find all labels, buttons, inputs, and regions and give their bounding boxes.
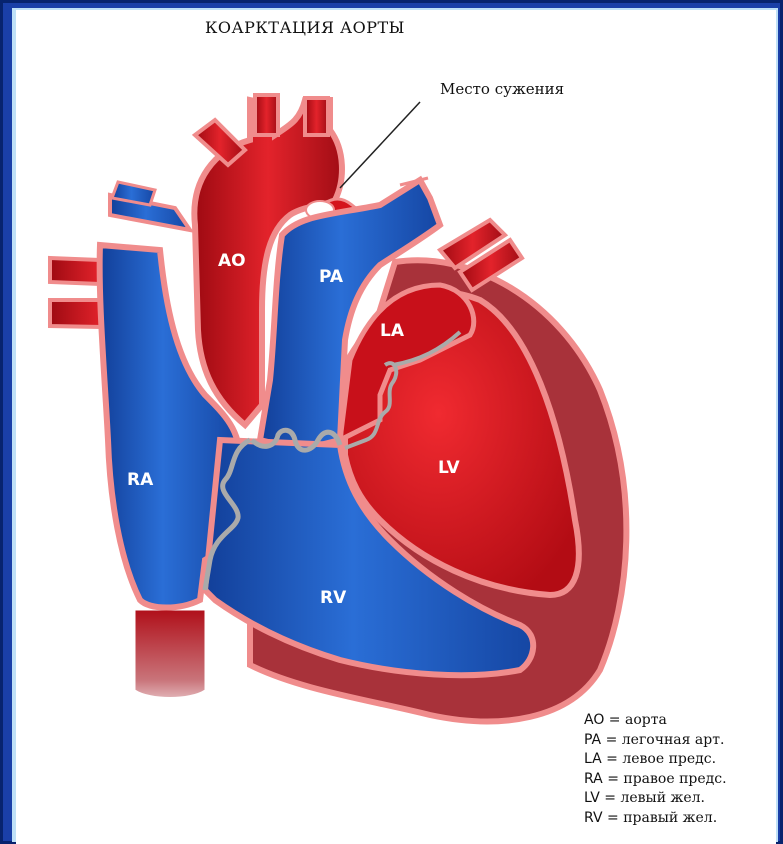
legend-item: LA = левое предс. — [584, 750, 727, 770]
legend-item: RV = правый жел. — [584, 809, 727, 829]
legend-item: RA = правое предс. — [584, 770, 727, 790]
label-rv: RV — [320, 588, 346, 608]
label-lv: LV — [438, 458, 460, 478]
label-ra: RA — [127, 470, 153, 490]
legend-item: AO = аорта — [584, 711, 727, 731]
ivc — [135, 610, 205, 698]
legend-item: LV = левый жел. — [584, 789, 727, 809]
label-ao: AO — [218, 251, 246, 271]
legend-item: PA = легочная арт. — [584, 731, 727, 751]
aortic-branch-1 — [195, 120, 245, 165]
aortic-branch-3 — [305, 98, 328, 135]
aortic-branch-2 — [255, 95, 278, 135]
legend: AO = аорта PA = легочная арт. LA = левое… — [584, 711, 727, 828]
constriction-callout: Место сужения — [440, 80, 564, 98]
label-pa: PA — [319, 267, 343, 287]
diagram-title: КОАРКТАЦИЯ АОРТЫ — [205, 18, 405, 37]
callout-line — [340, 102, 420, 188]
label-la: LA — [380, 321, 404, 341]
